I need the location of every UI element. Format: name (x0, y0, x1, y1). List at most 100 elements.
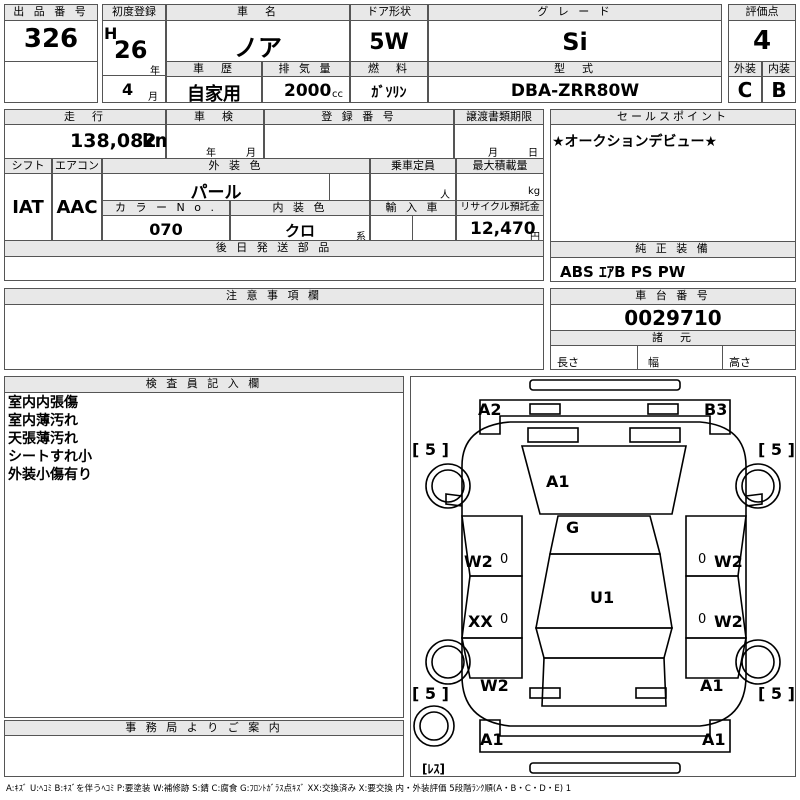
sales-point-box (550, 124, 796, 242)
diag-a1-right-rear: A1 (700, 676, 724, 695)
length-label: 長さ (557, 356, 579, 369)
displacement-box (262, 76, 350, 103)
ext-color: パール (190, 183, 242, 203)
inspection-header: 車 検 (166, 109, 264, 125)
inspection-month-unit: 月 (246, 148, 256, 159)
model-box (428, 76, 722, 103)
diag-a2: A2 (478, 400, 502, 419)
door-box (350, 20, 428, 62)
aircon-box (52, 173, 102, 241)
reg-no-header: 登 録 番 号 (264, 109, 454, 125)
era: H (104, 24, 118, 43)
height-box (722, 345, 796, 370)
lot-no-box (4, 20, 98, 62)
inspector-note-2: 室内薄汚れ (8, 413, 78, 429)
interior-score: B (771, 78, 787, 102)
genuine-equip: ABS ｴｱB PS PW (560, 263, 686, 281)
reg-month: 4 (122, 80, 134, 99)
diag-spare-label: [ﾚｽ] (422, 762, 445, 776)
interior-header: 内装 (762, 61, 796, 77)
model: DBA-ZRR80W (510, 81, 640, 101)
inspector-note-4: シートすれ小 (8, 449, 92, 465)
inspector-box (4, 392, 404, 718)
int-color-suffix: 系 (356, 232, 366, 243)
diag-tire-4: [ 5 ] (758, 684, 795, 703)
grade: Si (562, 28, 588, 56)
mileage-header: 走 行 (4, 109, 166, 125)
displacement: 2000 (284, 81, 332, 101)
score-box (728, 20, 796, 62)
aircon: AAC (56, 197, 98, 218)
door-header: ドア形状 (350, 4, 428, 21)
diag-xx: XX (468, 612, 493, 631)
aircon-header: エアコン (52, 158, 102, 174)
first-reg-header: 初度登録 (102, 4, 166, 21)
sales-point: ★オークションデビュー★ (552, 134, 718, 150)
capacity-header: 乗車定員 (370, 158, 456, 174)
reg-month-box (102, 75, 166, 103)
max-load-unit: kg (528, 186, 541, 197)
reg-year: 26 (114, 36, 148, 64)
inspector-header: 検 査 員 記 入 欄 (4, 376, 404, 393)
exterior-header: 外装 (728, 61, 762, 77)
diag-u1: U1 (590, 588, 615, 607)
mileage: 138,082 (70, 130, 157, 152)
ext-color-extra-box (329, 173, 370, 201)
lot-no: 326 (23, 24, 79, 54)
interior-box (762, 76, 796, 103)
first-reg-box (102, 20, 166, 76)
door: 5W (369, 30, 409, 55)
transfer-deadline-header: 譲渡書類期限 (454, 109, 544, 125)
legend: A:ｷｽﾞ U:ﾍｺﾐ B:ｷｽﾞを伴うﾍｺﾐ P:要塗装 W:補修跡 S:錆 … (6, 784, 572, 794)
capacity-unit: 人 (440, 190, 450, 201)
caution-box (4, 304, 544, 370)
fuel: ｶﾞｿﾘﾝ (371, 85, 407, 101)
car-name: ノア (234, 34, 282, 62)
recycle-header: リサイクル預託金 (456, 200, 544, 216)
max-load-header: 最大積載量 (456, 158, 544, 174)
int-color-header: 内 装 色 (230, 200, 370, 216)
history-header: 車 歴 (166, 61, 262, 77)
office-header: 事 務 局 よ り ご 案 内 (4, 720, 404, 736)
sales-point-header: セールスポイント (550, 109, 796, 125)
genuine-equip-header: 純 正 装 備 (550, 241, 796, 258)
color-no-box (102, 215, 230, 241)
model-header: 型 式 (428, 61, 722, 77)
grade-header: グ レ ー ド (428, 4, 722, 21)
reg-month-unit: 月 (148, 92, 158, 103)
import-header: 輸 入 車 (370, 200, 456, 216)
diag-g: G (566, 518, 580, 537)
ext-color-header: 外 装 色 (102, 158, 370, 174)
diag-tire-1: [ 5 ] (412, 440, 449, 459)
later-parts-header: 後 日 発 送 部 品 (4, 240, 544, 257)
int-color: クロ (284, 222, 315, 240)
height-label: 高さ (729, 356, 751, 369)
color-no-header: カ ラ ー N o . (102, 200, 230, 216)
diag-b3: B3 (704, 400, 728, 419)
history: 自家用 (187, 84, 241, 105)
diag-a1-right-bumper: A1 (702, 730, 726, 749)
caution-header: 注 意 事 項 欄 (4, 288, 544, 305)
diag-a1-left-bumper: A1 (480, 730, 504, 749)
yen-unit: 円 (530, 232, 540, 243)
recycle: 12,470 (470, 219, 536, 239)
car-name-header: 車 名 (166, 4, 350, 21)
fuel-header: 燃 料 (350, 61, 428, 77)
car-name-box (166, 20, 350, 62)
car-diagram (413, 379, 781, 774)
cc-unit: cc (332, 89, 343, 100)
shift-header: シフト (4, 158, 52, 174)
chassis-no: 0029710 (624, 306, 722, 330)
inspector-note-5: 外装小傷有り (8, 467, 92, 483)
exterior-score: C (737, 78, 753, 102)
import-box-b (412, 215, 456, 241)
diag-a1-hood: A1 (546, 472, 570, 491)
diag-tire-3: [ 5 ] (412, 684, 449, 703)
inspection-box (166, 124, 264, 159)
color-no: 070 (149, 220, 183, 239)
inspector-note-1: 室内内張傷 (8, 395, 78, 411)
history-box (166, 76, 262, 103)
inspector-note-3: 天張薄汚れ (8, 431, 78, 447)
import-box-a (370, 215, 413, 241)
score: 4 (752, 26, 772, 56)
